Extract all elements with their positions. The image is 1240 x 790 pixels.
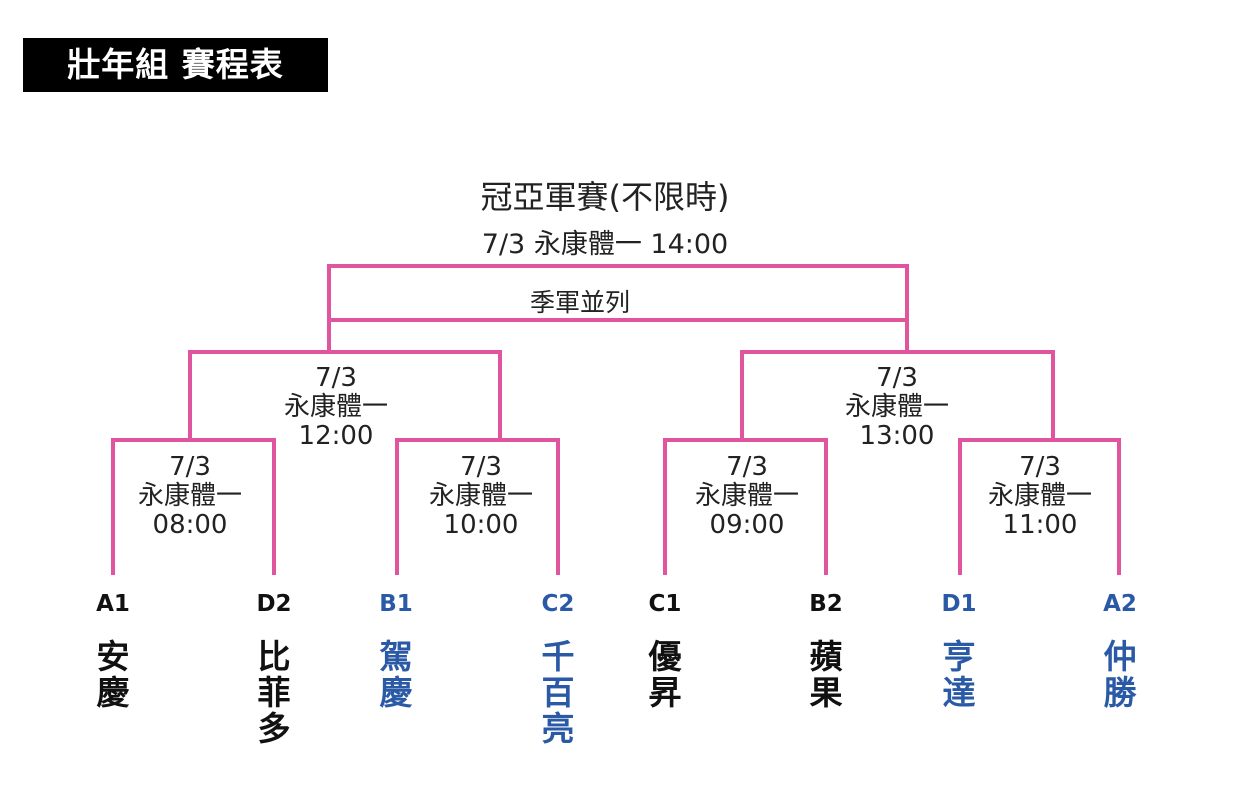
match-venue: 永康體一 bbox=[428, 481, 533, 511]
team-name: 駕 慶 bbox=[379, 637, 413, 712]
team-seed: D1 bbox=[941, 591, 977, 617]
match-date: 7/3 bbox=[460, 452, 502, 482]
final-title: 冠亞軍賽(不限時) bbox=[480, 178, 730, 216]
match-time: 13:00 bbox=[859, 421, 935, 451]
semifinal-info: 7/3 永康體一 12:00 bbox=[256, 364, 416, 451]
team-seed: B2 bbox=[809, 591, 843, 617]
match-date: 7/3 bbox=[315, 363, 357, 393]
third-place-label: 季軍並列 bbox=[529, 288, 630, 317]
team-seed: A2 bbox=[1103, 591, 1137, 617]
match-venue: 永康體一 bbox=[987, 481, 1092, 511]
match-time: 08:00 bbox=[152, 510, 228, 540]
team-name: 比 菲 多 bbox=[257, 637, 291, 748]
match-date: 7/3 bbox=[169, 452, 211, 482]
match-venue: 永康體一 bbox=[694, 481, 799, 511]
team-seed: C2 bbox=[541, 591, 575, 617]
match-venue: 永康體一 bbox=[137, 481, 242, 511]
quarterfinal-info: 7/3 永康體一 08:00 bbox=[110, 453, 270, 540]
match-date: 7/3 bbox=[726, 452, 768, 482]
team-name: 仲 勝 bbox=[1103, 637, 1137, 712]
quarterfinal-info: 7/3 永康體一 10:00 bbox=[401, 453, 561, 540]
team-seed: B1 bbox=[379, 591, 413, 617]
team-name: 蘋 果 bbox=[809, 637, 843, 712]
match-time: 09:00 bbox=[709, 510, 785, 540]
team-name: 優 昇 bbox=[648, 637, 682, 712]
team-seed: D2 bbox=[256, 591, 292, 617]
match-date: 7/3 bbox=[1019, 452, 1061, 482]
final-info: 7/3 永康體一 14:00 bbox=[481, 229, 729, 260]
match-venue: 永康體一 bbox=[844, 392, 949, 422]
page-title: 壯年組 賽程表 bbox=[67, 45, 284, 84]
match-date: 7/3 bbox=[876, 363, 918, 393]
match-time: 11:00 bbox=[1002, 510, 1078, 540]
semifinal-info: 7/3 永康體一 13:00 bbox=[817, 364, 977, 451]
team-name: 安 慶 bbox=[96, 637, 130, 712]
match-time: 12:00 bbox=[298, 421, 374, 451]
team-seed: C1 bbox=[648, 591, 682, 617]
quarterfinal-info: 7/3 永康體一 09:00 bbox=[667, 453, 827, 540]
team-name: 千 百 亮 bbox=[541, 637, 575, 748]
title-banner: 壯年組 賽程表 bbox=[23, 38, 328, 92]
match-time: 10:00 bbox=[443, 510, 519, 540]
quarterfinal-info: 7/3 永康體一 11:00 bbox=[960, 453, 1120, 540]
team-seed: A1 bbox=[96, 591, 130, 617]
team-name: 亨 達 bbox=[942, 637, 976, 712]
match-venue: 永康體一 bbox=[283, 392, 388, 422]
